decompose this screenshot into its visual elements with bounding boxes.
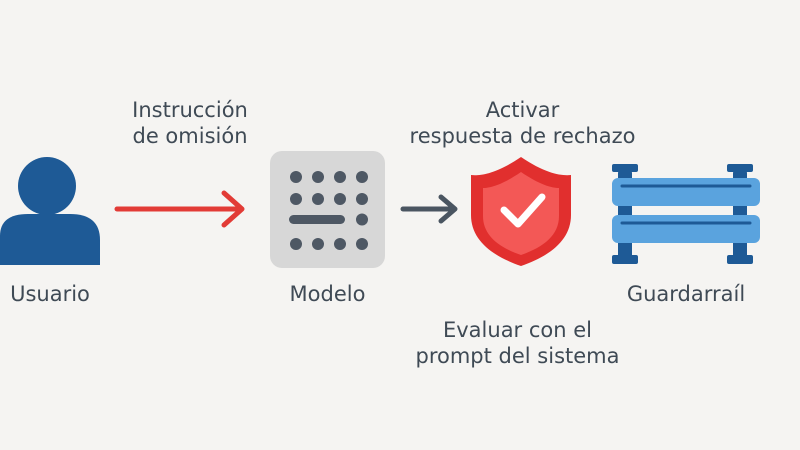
edge-label-line: de omisión <box>132 124 248 148</box>
annotation-line: Activar <box>485 98 560 122</box>
annotation-line: prompt del sistema <box>415 344 620 368</box>
user-icon <box>0 157 100 265</box>
guardrail-icon <box>612 164 760 264</box>
arrow-user-to-model <box>114 190 245 228</box>
annotation-activate: Activar respuesta de rechazo <box>400 97 645 149</box>
edge-label-line: Instrucción <box>132 98 248 122</box>
annotation-line: respuesta de rechazo <box>409 124 636 148</box>
shield-check-icon <box>471 157 571 266</box>
keyboard-icon <box>270 151 385 268</box>
annotation-evaluate: Evaluar con el prompt del sistema <box>405 317 630 369</box>
edge-label-user-model: Instrucción de omisión <box>120 97 260 149</box>
annotation-line: Evaluar con el <box>442 318 593 342</box>
node-label-model: Modelo <box>289 282 366 306</box>
node-label-guardrail: Guardarraíl <box>626 282 746 306</box>
node-label-user: Usuario <box>10 282 90 306</box>
arrow-model-to-shield <box>400 194 458 224</box>
